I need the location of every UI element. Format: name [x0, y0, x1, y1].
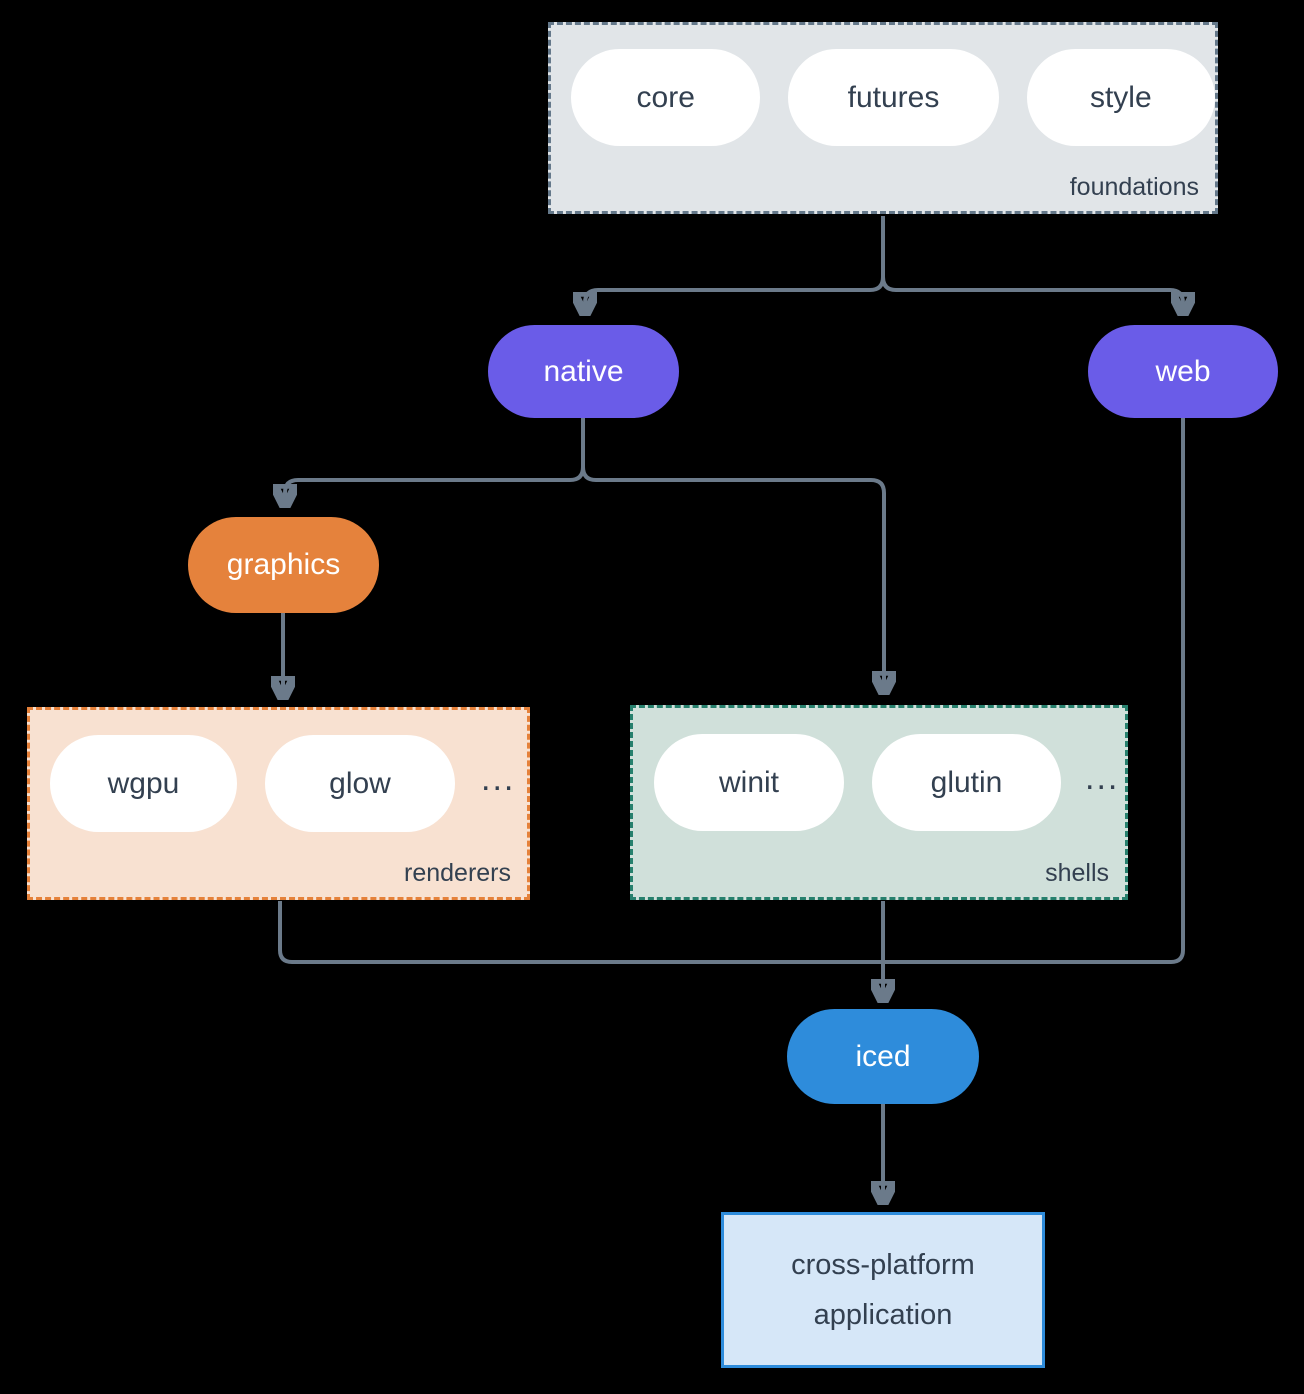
node-iced: iced	[787, 1009, 979, 1104]
foundations-group-label: foundations	[1069, 173, 1199, 201]
edge-native-shells	[581, 466, 884, 689]
node-web: web	[1088, 325, 1278, 418]
node-graphics: graphics	[188, 517, 379, 613]
edge-renderers-merge	[278, 901, 881, 964]
node-glow: glow	[265, 735, 455, 832]
node-core: core	[571, 49, 761, 146]
edge-native-graphics	[285, 466, 585, 502]
shells-group-label: shells	[1045, 859, 1109, 887]
node-winit: winit	[654, 734, 844, 831]
edge-foundations-web	[881, 276, 1183, 310]
node-futures: futures	[788, 49, 999, 146]
shells-pill-row: winit glutin ...	[633, 708, 1125, 831]
node-glutin: glutin	[872, 734, 1061, 831]
renderers-ellipsis: ...	[481, 760, 516, 798]
edge-web-merge	[885, 417, 1185, 964]
node-native: native	[488, 325, 679, 418]
edge-foundations-native	[585, 276, 885, 310]
foundations-group: core futures style foundations	[548, 22, 1218, 214]
renderers-group-label: renderers	[404, 859, 511, 887]
renderers-pill-row: wgpu glow ...	[30, 710, 527, 832]
node-style: style	[1026, 49, 1215, 146]
shells-group: winit glutin ... shells	[630, 705, 1128, 900]
cross-platform-application-box: cross-platform application	[721, 1212, 1045, 1368]
shells-ellipsis: ...	[1085, 759, 1120, 797]
node-wgpu: wgpu	[50, 735, 237, 832]
renderers-group: wgpu glow ... renderers	[27, 707, 530, 900]
foundations-pill-row: core futures style	[551, 25, 1215, 146]
